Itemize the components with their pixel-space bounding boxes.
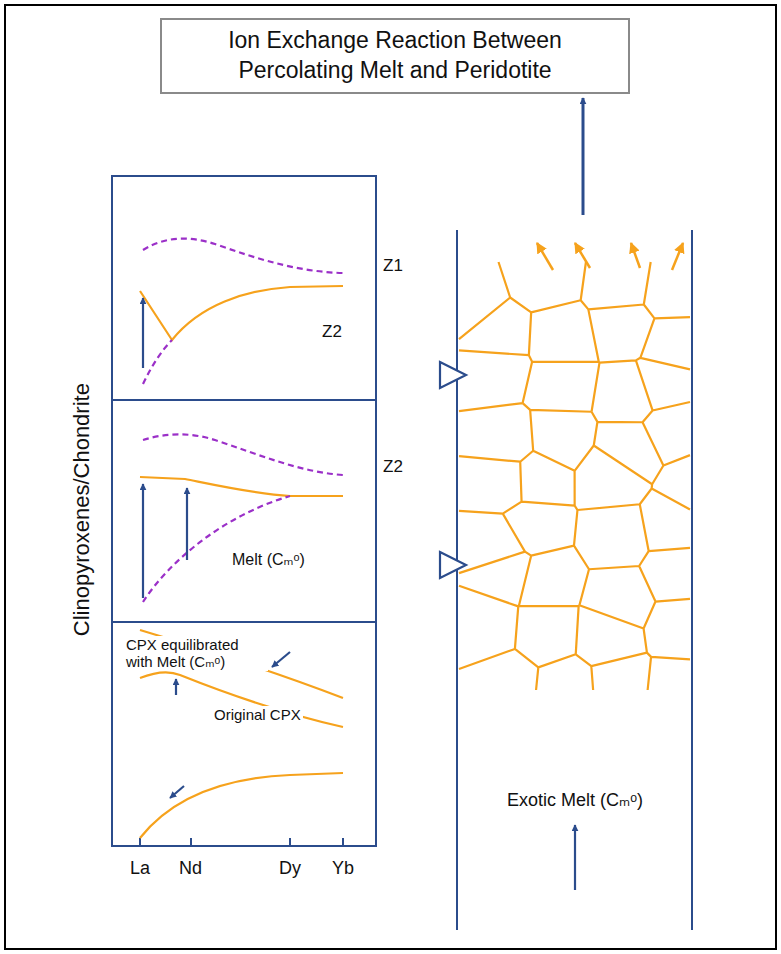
zone-label: Z1 <box>383 256 403 276</box>
zone-label: Z2 <box>383 457 403 477</box>
axis-title: Clinopyroxenes/Chondrite <box>69 383 94 636</box>
melt-escape-arrow <box>537 243 683 270</box>
curve-label: CPX equilibrated with Melt (Cₘᵒ) <box>124 636 268 671</box>
title-text: Ion Exchange Reaction Between Percolatin… <box>178 26 612 86</box>
curve-label: Melt (Cₘᵒ) <box>232 551 305 569</box>
melt-label: Exotic Melt (Cₘᵒ) <box>505 790 645 811</box>
panel-frame <box>112 176 376 846</box>
axis-tick-label: Dy <box>279 858 301 879</box>
column-wall <box>457 230 692 930</box>
title-box: Ion Exchange Reaction Between Percolatin… <box>160 18 630 94</box>
zone-marker <box>440 362 466 578</box>
grain-network <box>459 262 690 690</box>
zone-label: Z2 <box>322 322 342 342</box>
outer-frame <box>5 5 776 949</box>
ree-curves <box>140 239 343 838</box>
melt-input-arrow <box>574 825 576 890</box>
axis-tick-label: La <box>130 858 150 879</box>
curve-label: Original CPX <box>212 706 303 723</box>
axis-tick-label: Nd <box>179 858 202 879</box>
grain-boundary <box>459 262 690 690</box>
axis-tick-label: Yb <box>332 858 354 879</box>
flow-arrow <box>582 98 585 215</box>
